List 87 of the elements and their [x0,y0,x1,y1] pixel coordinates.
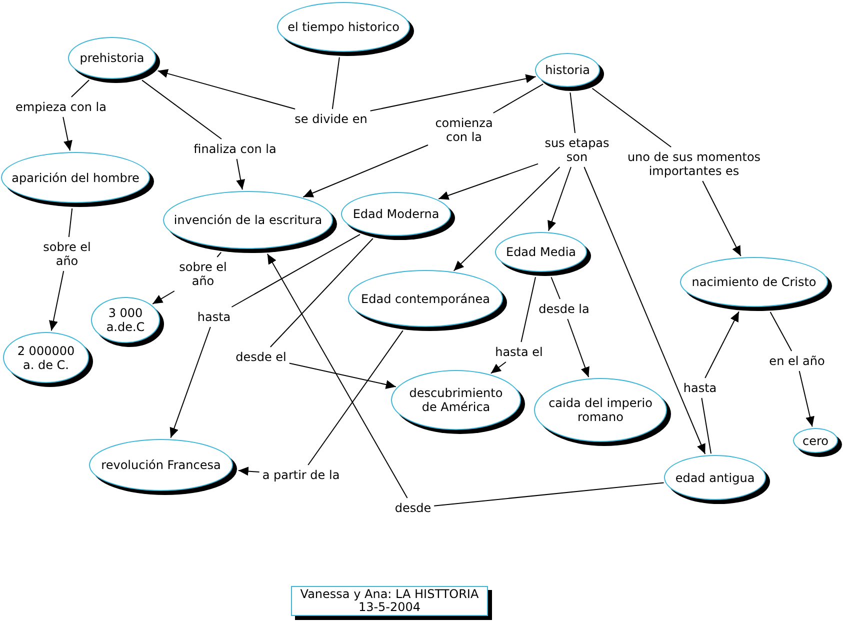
arrow [490,362,506,374]
concept-label: aparición del hombre [12,170,140,184]
concept-ellipse [664,455,770,504]
arrow [567,318,590,378]
concept-ellipse [495,232,591,276]
concept-ellipse [89,439,237,495]
linking-phrase: desde [394,501,432,515]
concept-ellipse [3,332,93,387]
connector-line [492,84,544,114]
credit-text: 13-5-2004 [358,601,421,614]
concept-ellipse [680,257,832,311]
linking-phrase: finaliza con la [194,142,276,156]
concept-label: prehistoria [80,51,144,65]
arrow [548,166,572,232]
arrow [702,180,742,256]
linking-phrase: sobre el año [176,260,230,288]
concept-label: caida del imperio romano [548,396,654,424]
arrow [152,290,175,304]
connector-line [434,482,664,506]
connector-line [332,56,340,110]
concept-ellipse [391,370,525,434]
connector-line [231,234,360,308]
concept-ellipse [163,191,337,253]
connector-line [142,80,222,140]
linking-phrase: se divide en [294,112,368,126]
arrow [288,362,396,389]
arrow [584,166,706,454]
linking-phrase: hasta [197,310,231,324]
concept-ellipse [535,53,604,91]
arrow [62,116,72,152]
concept-ellipse [68,37,160,83]
concept-label: descubrimiento de América [408,386,504,414]
connector-line [520,276,536,342]
arrow [238,466,260,476]
concept-label: cero [802,434,828,448]
arrow [453,166,560,272]
linking-phrase: a partir de la [262,468,340,482]
concept-label: Edad Moderna [352,207,440,221]
connector-line [270,238,374,348]
linking-phrase: en el año [769,354,825,368]
arrow [266,253,408,498]
linking-phrase: empieza con la [16,100,106,114]
concept-label: el tiempo historico [288,20,400,34]
connector-line [308,330,404,466]
connector-line [570,92,576,134]
linking-phrase: desde el [236,350,286,364]
credit-box [291,586,492,620]
connector-line [70,80,90,98]
linking-phrase: hasta el [495,345,543,359]
concept-ellipse [341,192,455,240]
concept-ellipse [277,2,414,56]
arrow [798,370,814,428]
connector-line [592,88,672,148]
arrow [49,270,64,332]
concept-ellipse [793,428,842,457]
concept-label: historia [545,63,590,77]
connector-line [770,312,792,352]
arrow [438,163,538,200]
linking-phrase: hasta [683,381,717,395]
arrow [236,158,246,190]
arrow [704,311,740,378]
concept-label: revolución Francesa [101,458,221,472]
concept-label: Edad Media [506,245,576,259]
concept-label: invención de la escritura [174,213,322,227]
connector-line [550,276,560,300]
linking-phrase: uno de sus momentos importantes es [624,150,764,178]
connector-line [701,398,712,454]
concept-label: Edad contemporánea [361,292,490,306]
concept-ellipse [91,297,164,347]
linking-phrase: sobre el año [40,240,94,268]
concept-label: 3 000 a.de.C [105,306,146,334]
arrow [157,69,296,110]
concept-ellipse [534,378,671,446]
connector-line [68,208,73,238]
credit-text: Vanessa y Ana: LA HISTTORIA [300,588,479,601]
arrow [170,326,211,438]
connector-line [216,252,222,258]
linking-phrase: desde la [538,302,590,316]
concept-ellipse [348,270,507,331]
concept-label: edad antigua [675,470,755,484]
concept-ellipse [1,152,154,207]
arrow [302,144,428,198]
concept-label: 2 000000 a. de C. [16,344,76,372]
arrow [370,74,536,112]
linking-phrase: sus etapas son [541,136,613,164]
concept-label: nacimiento de Cristo [692,275,816,289]
linking-phrase: comienza con la [431,116,497,144]
